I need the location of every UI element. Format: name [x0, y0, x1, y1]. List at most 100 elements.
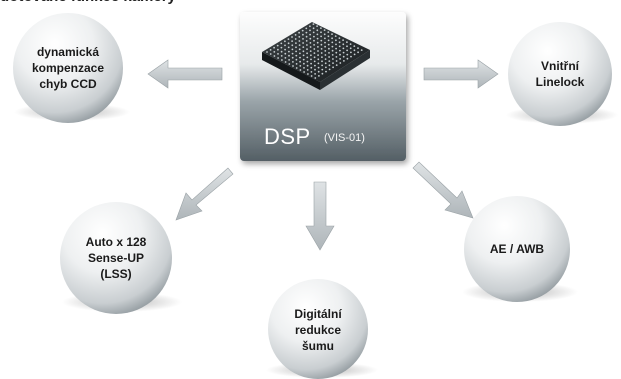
- chip-pin: [323, 33, 326, 36]
- chip-pin: [346, 45, 348, 48]
- chip-pin: [298, 44, 301, 46]
- arrow-to-ccd-compensation: [147, 59, 223, 89]
- chip-pin: [305, 27, 308, 30]
- chip-pin: [349, 43, 352, 45]
- chip-pin: [312, 31, 315, 34]
- chip-pin: [281, 59, 283, 61]
- chip-pin: [299, 69, 302, 71]
- dsp-hub: [240, 12, 406, 161]
- chip-pin: [303, 67, 305, 69]
- chip-pin: [313, 44, 315, 46]
- chip-pin: [299, 60, 301, 63]
- chip-pin: [306, 69, 309, 71]
- chip-pin: [309, 42, 312, 44]
- chip-pin: [328, 68, 331, 71]
- chip-pin: [291, 44, 294, 47]
- chip-pin: [266, 51, 268, 53]
- chip-pin: [295, 46, 297, 49]
- chip-pin: [335, 43, 337, 46]
- chip-pin: [269, 53, 272, 55]
- chip-pin: [321, 60, 323, 63]
- chip-pin: [332, 62, 334, 64]
- chip-pin: [316, 33, 319, 36]
- chip-pin: [350, 55, 352, 58]
- chip-pin: [276, 44, 279, 47]
- chip-icon: [262, 22, 370, 90]
- chip-pin: [320, 27, 322, 29]
- chip-pin: [313, 60, 316, 63]
- chip-pin: [353, 53, 356, 56]
- chip-pin: [273, 51, 276, 53]
- label-ccd-compensation: dynamická kompenzace chyb CCD: [31, 45, 105, 91]
- chip-pin: [346, 49, 348, 52]
- chip-pin: [327, 31, 330, 33]
- chip-pin: [305, 35, 308, 38]
- chip-pin: [301, 29, 304, 32]
- chip-pin: [328, 60, 331, 62]
- chip-pin: [342, 43, 345, 46]
- chip-pin: [280, 55, 283, 57]
- chip-pin: [299, 56, 301, 59]
- chip-pin: [284, 61, 287, 63]
- clipped-heading: dotované funkce kamery: [0, 0, 330, 10]
- chip-pin: [277, 57, 279, 59]
- chip-pin: [338, 41, 341, 44]
- chip-pin: [295, 67, 298, 69]
- chip-pin: [323, 29, 326, 31]
- chip-pin: [288, 59, 290, 61]
- chip-pin: [277, 48, 279, 51]
- chip-pin: [331, 49, 334, 52]
- chip-pin: [324, 45, 326, 48]
- chip-pin: [313, 48, 316, 50]
- chip-pin: [328, 56, 330, 58]
- chip-pin: [328, 52, 330, 54]
- chip-pin: [284, 52, 287, 55]
- chip-pin: [325, 66, 327, 69]
- chip-pin: [334, 35, 337, 37]
- chip-pin: [325, 70, 327, 73]
- chip-pin: [309, 29, 311, 32]
- chip-pin: [335, 60, 338, 62]
- chip-pin: [314, 73, 316, 75]
- chip-pin: [310, 75, 313, 77]
- chip-pin: [291, 40, 293, 42]
- chip-pin: [324, 54, 327, 56]
- chip-pin: [343, 60, 345, 62]
- chip-pin: [284, 40, 286, 43]
- chip-pin: [299, 65, 302, 67]
- chip-pin: [339, 58, 341, 60]
- chip-pin: [294, 34, 297, 36]
- label-noise-reduction: Digitální redukce šumu: [294, 307, 342, 353]
- chip-pin: [309, 37, 312, 40]
- chip-pin: [342, 55, 345, 58]
- chip-pin: [320, 52, 323, 54]
- chip-pin: [331, 54, 334, 56]
- arrow-to-sense-up: [175, 167, 234, 221]
- chip-pin: [280, 50, 283, 53]
- chip-pin: [317, 58, 320, 61]
- chip-pin: [309, 50, 312, 52]
- chip-pin: [357, 51, 359, 54]
- bubble-ae-awb: [462, 196, 578, 302]
- chip-pin: [317, 66, 320, 69]
- chip-pin: [287, 42, 290, 45]
- chip-pin: [309, 46, 312, 48]
- arrow-to-ae-awb: [412, 161, 474, 219]
- chip-pin: [324, 50, 327, 52]
- dsp-model-code: (VIS-01): [324, 132, 365, 144]
- chip-pin: [314, 68, 316, 71]
- chip-pin: [313, 39, 315, 42]
- chip-pin: [321, 56, 323, 58]
- chip-pin: [339, 62, 342, 64]
- chip-pin: [313, 52, 316, 54]
- label-sense-up: Auto x 128 Sense-UP (LSS): [85, 235, 147, 281]
- chip-pin: [309, 33, 311, 36]
- chip-pin: [324, 62, 327, 65]
- chip-pin: [309, 25, 311, 28]
- chip-pin: [346, 57, 349, 60]
- chip-pin: [298, 48, 301, 51]
- chip-pin: [320, 43, 323, 46]
- chip-pin: [306, 64, 309, 67]
- chip-pin: [298, 40, 301, 42]
- label-ae-awb: AE / AWB: [489, 242, 545, 256]
